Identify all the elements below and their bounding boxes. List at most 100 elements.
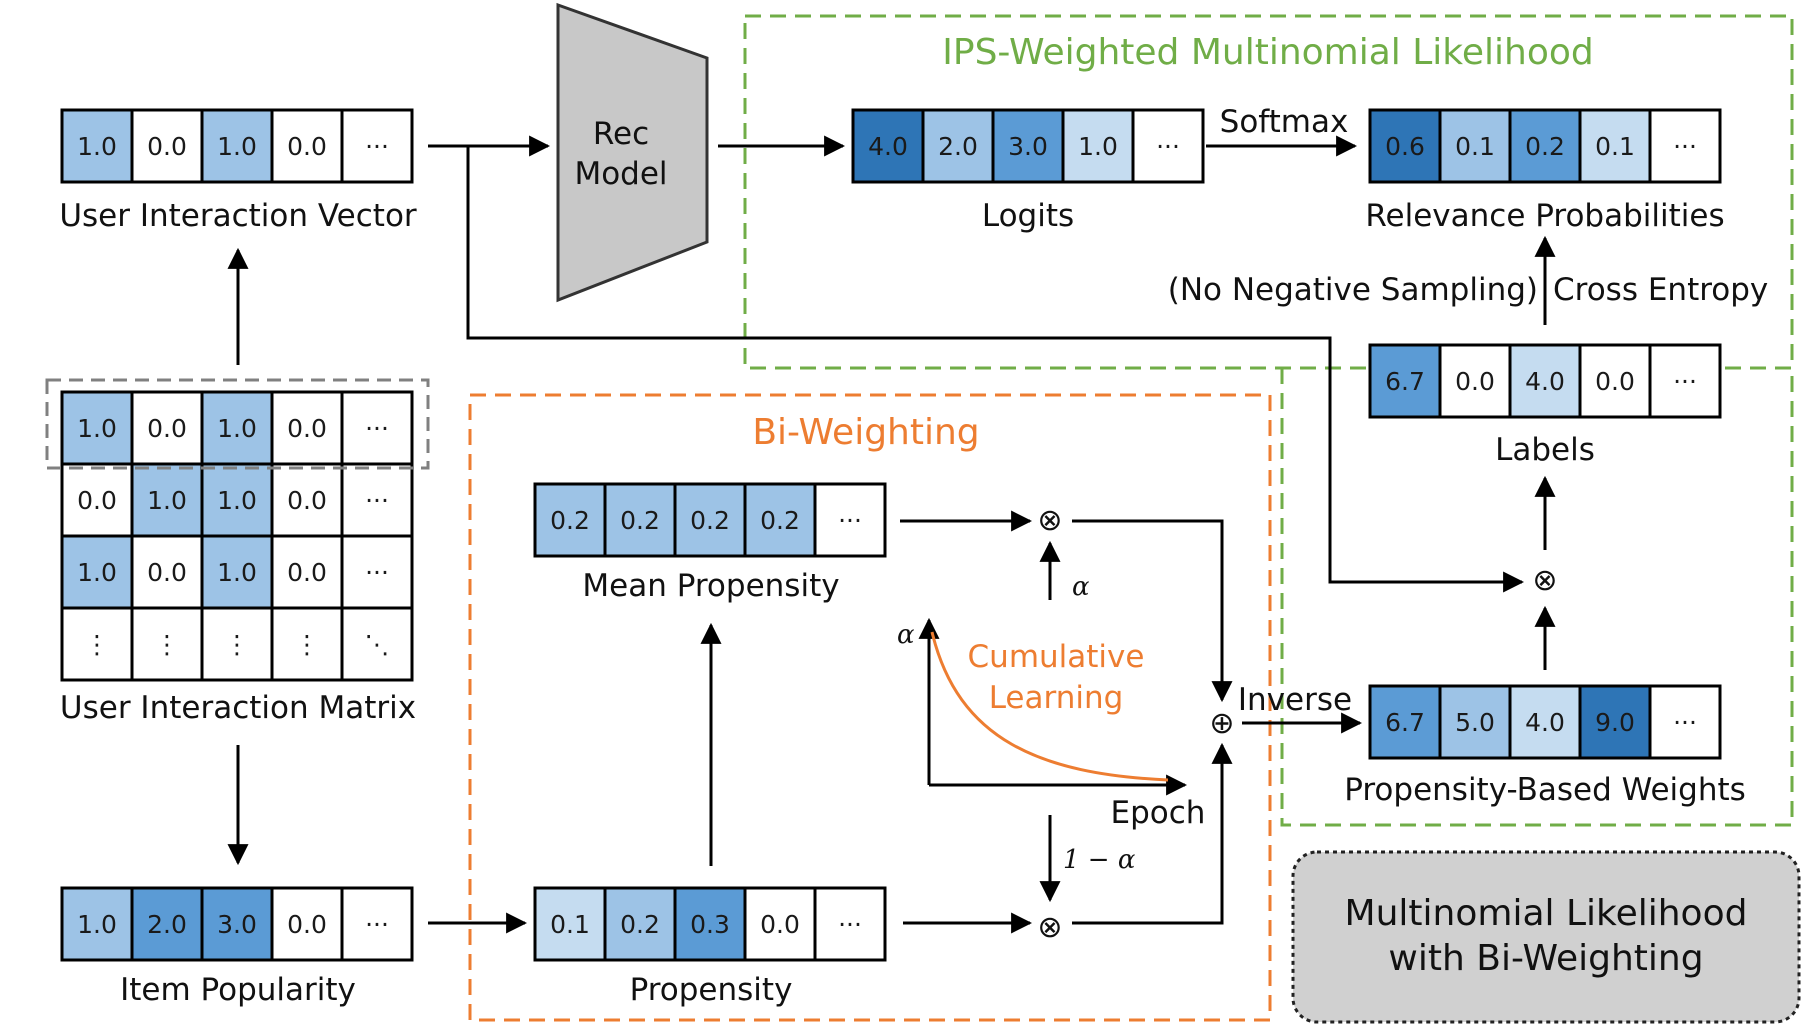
item-popularity-cell-value: ··· bbox=[365, 910, 389, 939]
matrix-row-1-cell-value: 1.0 bbox=[77, 414, 117, 443]
user-interaction-cell-value: ··· bbox=[365, 132, 389, 161]
propensity-based-weights-label: Propensity-Based Weights bbox=[1344, 772, 1746, 808]
labels-cell bbox=[1438, 343, 1512, 419]
matrix-row-2-cell-value: 1.0 bbox=[217, 486, 257, 515]
propensity-cell-value: 0.1 bbox=[550, 910, 590, 939]
logits-cell bbox=[851, 108, 925, 184]
matrix-row-4-cell bbox=[130, 606, 204, 682]
propensity-label: Propensity bbox=[630, 972, 793, 1008]
rec-model-label-line1: Rec bbox=[593, 116, 649, 152]
labels-cell-value: ··· bbox=[1673, 367, 1697, 396]
labels-cell-value: 4.0 bbox=[1525, 367, 1565, 396]
matrix-row-2-cell-value: ··· bbox=[365, 486, 389, 515]
propensity-weight-cell-value: 5.0 bbox=[1455, 708, 1495, 737]
plot-title-line2: Learning bbox=[989, 680, 1124, 716]
item-popularity-cell-value: 1.0 bbox=[77, 910, 117, 939]
logits-cell bbox=[1131, 108, 1205, 184]
item-popularity-label: Item Popularity bbox=[120, 972, 356, 1008]
logits-label: Logits bbox=[982, 198, 1074, 234]
logits-cell-value: ··· bbox=[1156, 132, 1180, 161]
user-interaction-cell-value: 0.0 bbox=[287, 132, 327, 161]
propensity-cell-value: 0.3 bbox=[690, 910, 730, 939]
matrix-row-4-cell-value: ⋮ bbox=[225, 630, 250, 659]
propensity-weight-cell bbox=[1578, 684, 1652, 760]
mean-propensity-label: Mean Propensity bbox=[582, 568, 839, 604]
matrix-row-1-cell-value: 0.0 bbox=[287, 414, 327, 443]
rec-model-block bbox=[556, 2, 709, 303]
matrix-row-3-cell bbox=[340, 534, 414, 610]
user-interaction-cell-value: 1.0 bbox=[77, 132, 117, 161]
matrix-row-4-cell-value: ⋮ bbox=[85, 630, 110, 659]
bi-weighting-title: Bi-Weighting bbox=[752, 412, 979, 453]
matrix-row-2-cell bbox=[200, 462, 274, 538]
plot-title-line1: Cumulative bbox=[968, 639, 1145, 675]
mean-propensity-cell-value: 0.2 bbox=[550, 506, 590, 535]
matrix-row-highlight bbox=[45, 378, 430, 470]
matrix-row-4-cell bbox=[60, 606, 134, 682]
otimes-labels-operator: ⊗ bbox=[1532, 563, 1557, 598]
connectors bbox=[227, 135, 1556, 934]
logits-cell bbox=[921, 108, 995, 184]
relevance-probabilities-label: Relevance Probabilities bbox=[1365, 198, 1724, 234]
relevance-cell-value: 0.2 bbox=[1525, 132, 1565, 161]
summary-line1: Multinomial Likelihood bbox=[1345, 893, 1748, 934]
user-interaction-cell bbox=[270, 108, 344, 184]
plot-decay-curve bbox=[930, 631, 1169, 782]
matrix-row-3-cell-value: ··· bbox=[365, 558, 389, 587]
propensity-cell-value: 0.2 bbox=[620, 910, 660, 939]
user-interaction-cell-value: 1.0 bbox=[217, 132, 257, 161]
labels-cell-value: 6.7 bbox=[1385, 367, 1425, 396]
matrix-row-3-cell-value: 0.0 bbox=[287, 558, 327, 587]
propensity-cell-value: 0.0 bbox=[760, 910, 800, 939]
propensity-cell bbox=[533, 886, 607, 962]
otimes-mean-operator: ⊗ bbox=[1037, 503, 1062, 538]
matrix-row-1-cell bbox=[270, 390, 344, 466]
mean-propensity-cell-value: 0.2 bbox=[760, 506, 800, 535]
summary-box bbox=[1291, 850, 1801, 1024]
mean-propensity-cell-value: 0.2 bbox=[690, 506, 730, 535]
mean-propensity-cell bbox=[603, 482, 677, 558]
matrix-row-4-cell-value: ⋮ bbox=[155, 630, 180, 659]
relevance-cell-value: 0.1 bbox=[1455, 132, 1495, 161]
plot-x-label: Epoch bbox=[1111, 795, 1206, 831]
no-negative-sampling-label: (No Negative Sampling) bbox=[1168, 272, 1538, 308]
user-interaction-cell bbox=[340, 108, 414, 184]
relevance-cell-value: 0.1 bbox=[1595, 132, 1635, 161]
otimes-propensity-operator: ⊗ bbox=[1037, 910, 1062, 945]
item-popularity-cell bbox=[60, 886, 134, 962]
user-interaction-matrix-label: User Interaction Matrix bbox=[60, 690, 416, 726]
alpha-edge-label: α bbox=[1072, 572, 1090, 602]
plot-y-label: α bbox=[897, 620, 915, 650]
relevance-cell bbox=[1648, 108, 1722, 184]
mean-propensity-cell bbox=[673, 482, 747, 558]
item-popularity-cell bbox=[200, 886, 274, 962]
matrix-row-3-cell-value: 0.0 bbox=[147, 558, 187, 587]
cumulative-learning-plot: α Epoch Cumulative Learning bbox=[897, 617, 1206, 831]
propensity-cell-value: ··· bbox=[838, 910, 862, 939]
oplus-operator: ⊕ bbox=[1209, 706, 1234, 741]
labels-cell bbox=[1648, 343, 1722, 419]
inverse-label: Inverse bbox=[1238, 682, 1352, 718]
matrix-row-3-cell-value: 1.0 bbox=[217, 558, 257, 587]
arrow-vector-to-labels-multiply bbox=[466, 146, 1525, 593]
mean-propensity-cell-value: ··· bbox=[838, 506, 862, 535]
propensity-weight-cell-value: 9.0 bbox=[1595, 708, 1635, 737]
matrix-row-2-cell bbox=[340, 462, 414, 538]
matrix-row-1-cell bbox=[60, 390, 134, 466]
user-interaction-vector-label: User Interaction Vector bbox=[59, 198, 417, 234]
propensity-cell bbox=[603, 886, 677, 962]
item-popularity-cell bbox=[130, 886, 204, 962]
mean-propensity-cell bbox=[813, 482, 887, 558]
logits-cell-value: 1.0 bbox=[1078, 132, 1118, 161]
one-minus-alpha-label: 1 − α bbox=[1063, 845, 1136, 875]
relevance-cell-value: 0.6 bbox=[1385, 132, 1425, 161]
matrix-row-2-cell bbox=[60, 462, 134, 538]
arrow-propensity-branch-to-oplus bbox=[1072, 742, 1233, 925]
propensity-vector: 0.1 0.2 0.3 0.0 ··· bbox=[533, 886, 887, 962]
